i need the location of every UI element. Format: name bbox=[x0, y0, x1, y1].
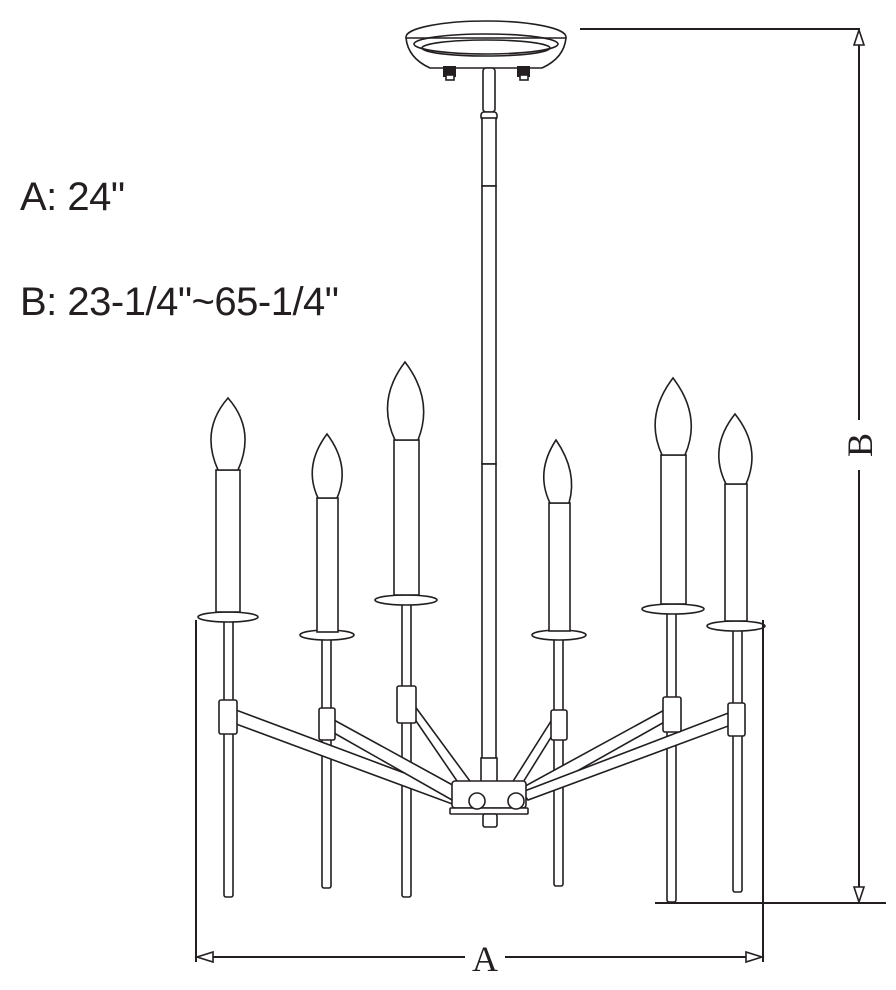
candle-1 bbox=[197, 396, 259, 623]
center-hub bbox=[449, 757, 529, 828]
spec-width: A: 24" bbox=[20, 175, 125, 219]
rod-sleeves bbox=[218, 685, 746, 741]
candle-2 bbox=[299, 432, 355, 641]
canopy bbox=[405, 20, 567, 81]
dimension-a: A bbox=[194, 620, 765, 979]
stem bbox=[480, 67, 498, 765]
dimension-a-label: A bbox=[472, 939, 498, 979]
spec-height: B: 23-1/4"~65-1/4" bbox=[20, 280, 339, 324]
candle-6 bbox=[706, 412, 766, 632]
dimension-b: B bbox=[580, 27, 886, 905]
candle-5 bbox=[641, 376, 705, 615]
candle-4 bbox=[531, 438, 587, 641]
candle-3 bbox=[374, 360, 438, 606]
dimension-b-label: B bbox=[840, 433, 880, 457]
